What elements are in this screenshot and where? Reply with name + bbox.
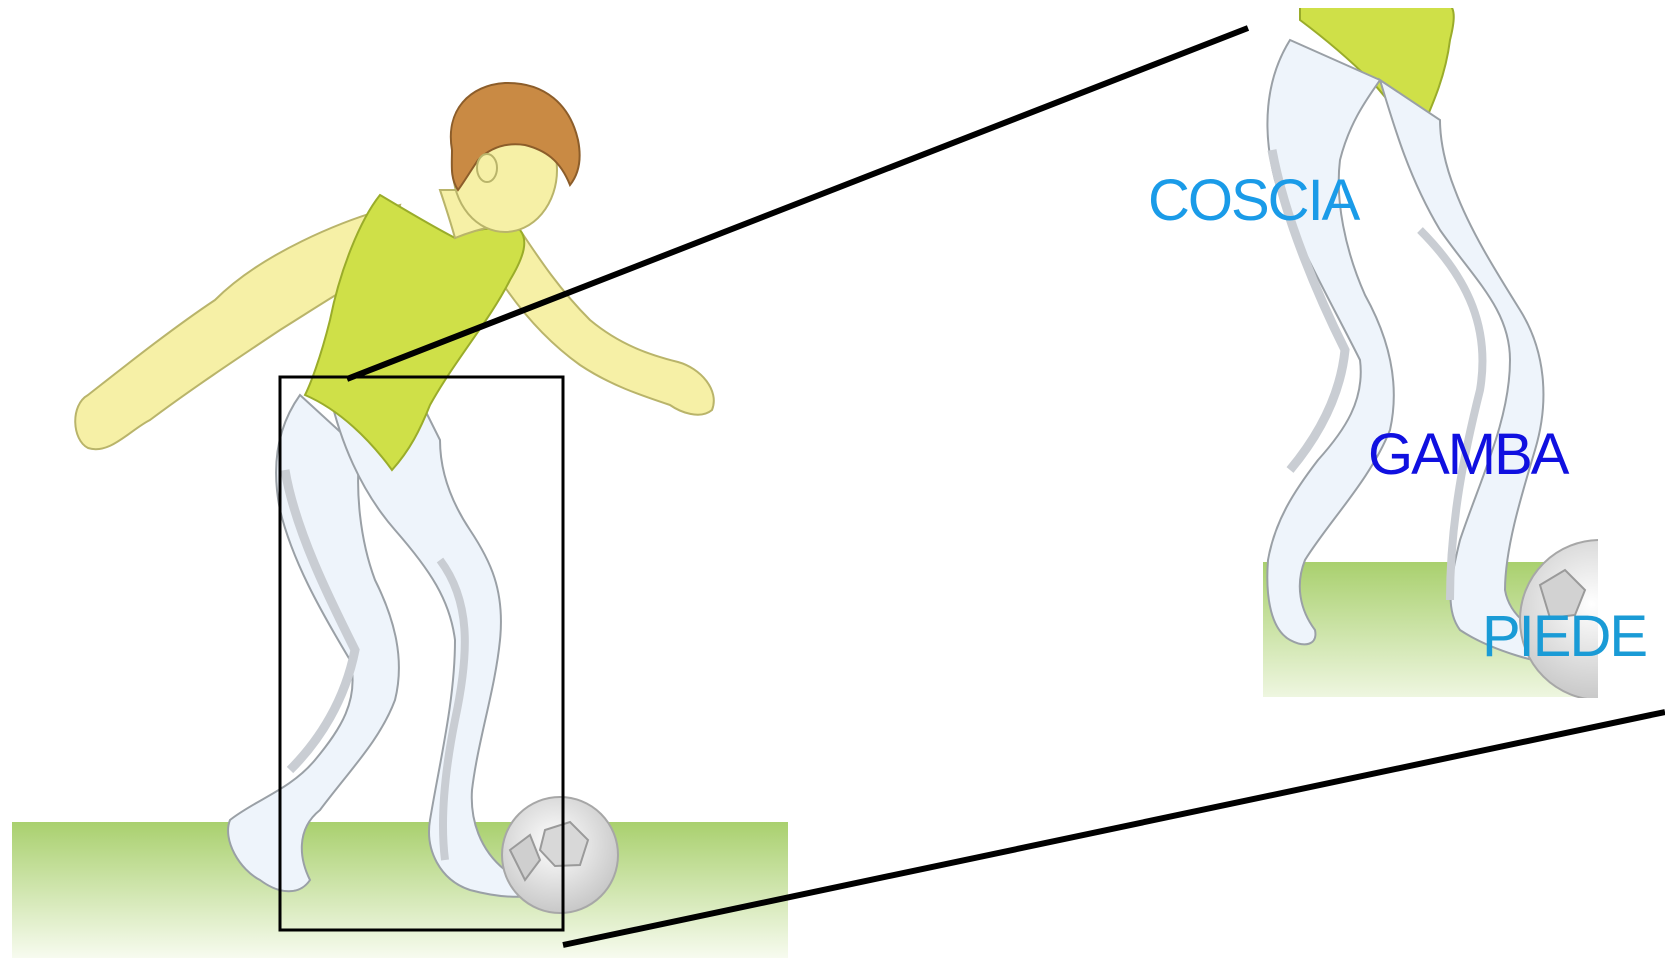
player-figure — [12, 83, 788, 958]
label-thigh: COSCIA — [1148, 168, 1361, 233]
ear — [477, 154, 497, 182]
label-foot: PIEDE — [1482, 604, 1646, 669]
zoom-back-leg — [1267, 40, 1394, 644]
grass-ground — [12, 822, 788, 958]
label-leg: GAMBA — [1368, 422, 1570, 487]
zoomed-legs — [1263, 5, 1665, 700]
front-arm — [500, 230, 714, 415]
